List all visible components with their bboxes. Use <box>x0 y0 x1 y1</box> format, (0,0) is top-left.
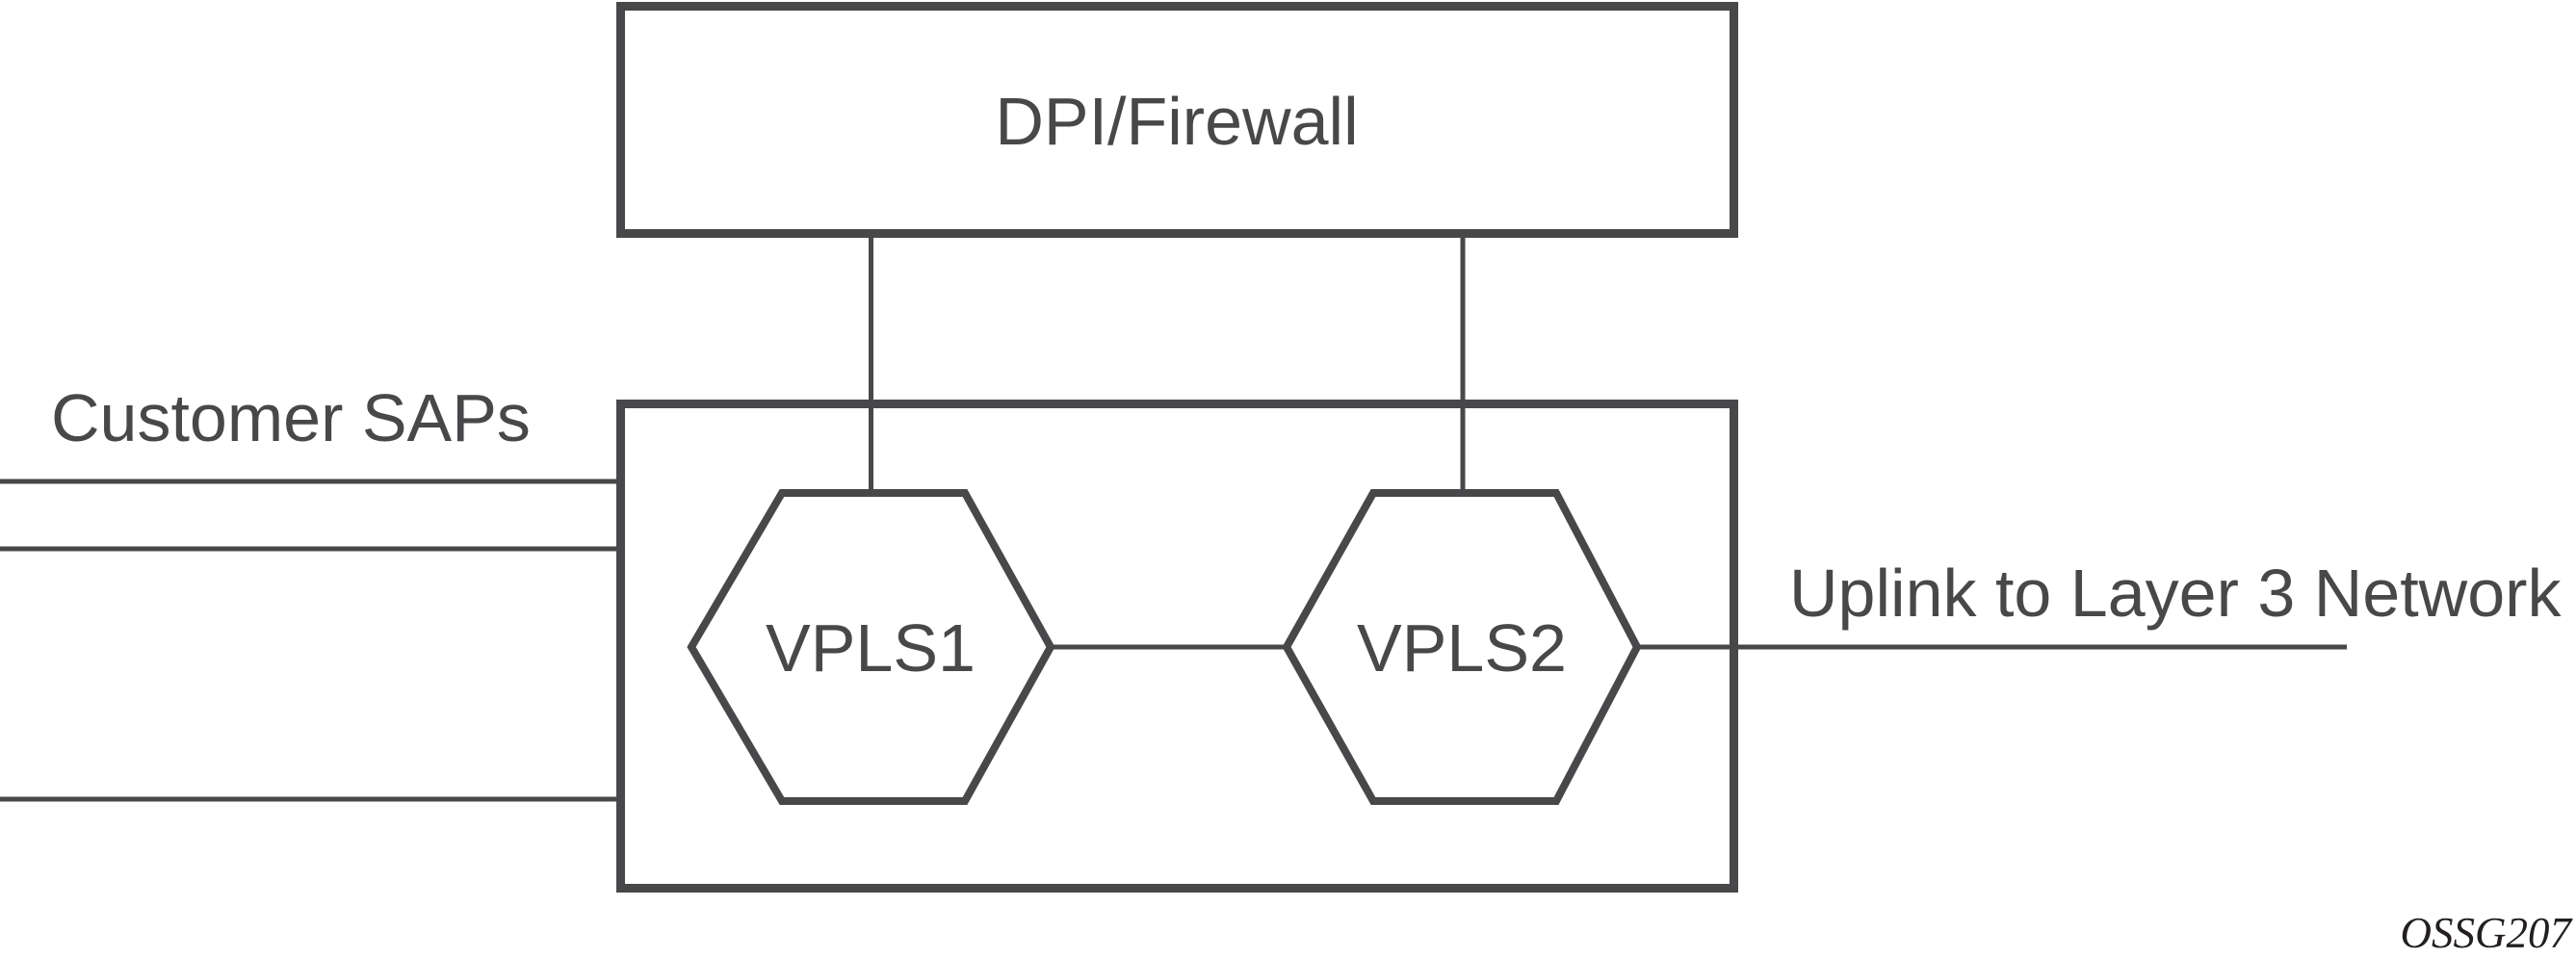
vpls1-hexagon <box>687 489 1055 805</box>
figure-code-label: OSSG207 <box>2401 909 2574 957</box>
uplink-label: Uplink to Layer 3 Network <box>1789 556 2562 631</box>
dpi-firewall-box <box>616 2 1738 238</box>
vpls1-label: VPLS1 <box>766 610 976 686</box>
customer-saps-label: Customer SAPs <box>51 380 531 455</box>
dpi-firewall-label: DPI/Firewall <box>995 84 1358 159</box>
vpls2-label: VPLS2 <box>1357 610 1567 686</box>
